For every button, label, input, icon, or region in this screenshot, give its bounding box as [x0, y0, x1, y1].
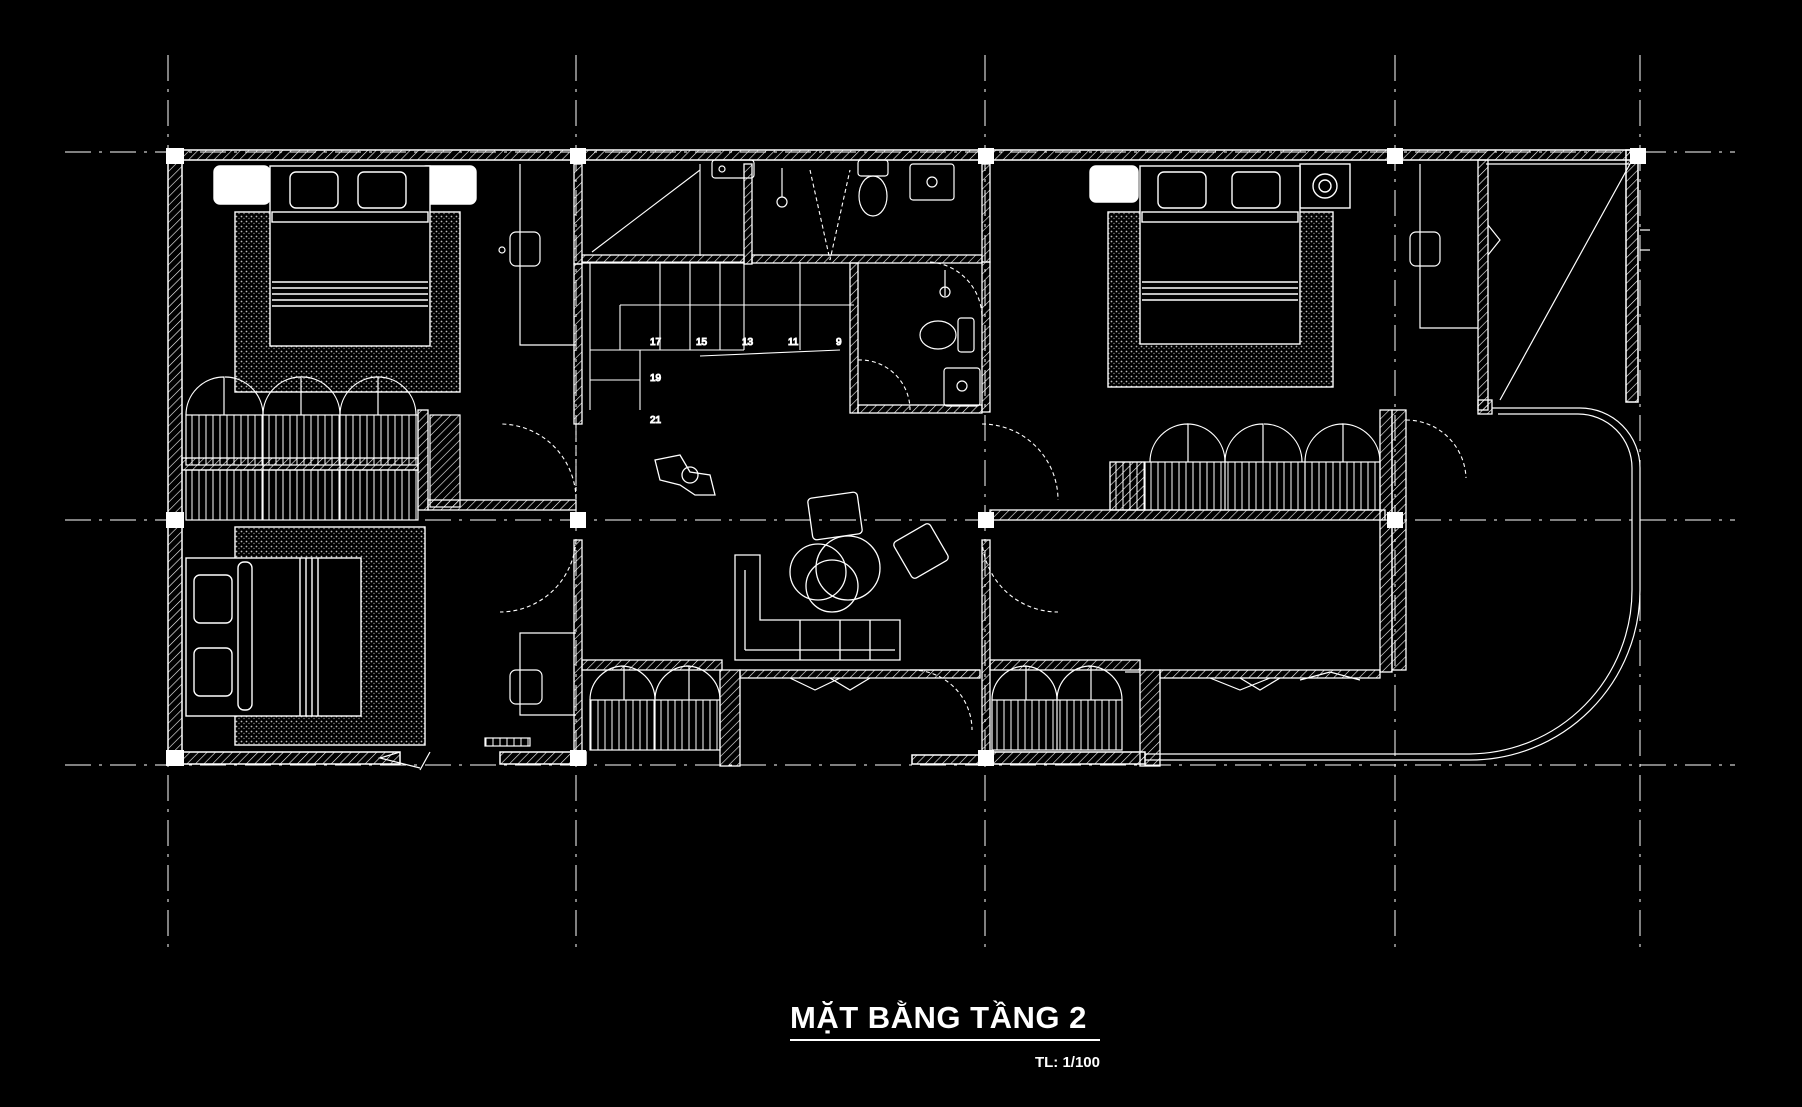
bed-2	[185, 526, 426, 746]
stair-step-11: 11	[788, 337, 799, 348]
bathroom-fixtures	[711, 159, 981, 407]
stair-step-9: 9	[836, 337, 842, 348]
desk-1	[498, 164, 576, 346]
exterior-walls	[167, 149, 1639, 766]
stair-step-15: 15	[696, 337, 708, 348]
bed-1	[213, 165, 477, 393]
title-underline	[790, 1039, 1100, 1041]
stair-step-21: 21	[650, 415, 662, 426]
stair-step-19: 19	[650, 373, 662, 384]
interior-walls	[181, 159, 1493, 767]
living-area	[654, 454, 980, 671]
drawing-title: MẶT BẰNG TẦNG 2	[790, 1000, 1087, 1035]
stair-step-13: 13	[742, 337, 754, 348]
door-swings	[499, 169, 1467, 731]
drawing-title-block: MẶT BẰNG TẦNG 2 TL: 1/100	[790, 1000, 1110, 1071]
desk-3	[1409, 164, 1501, 329]
wardrobe-1	[185, 376, 461, 521]
wardrobe-3	[1109, 423, 1381, 511]
balcony	[377, 163, 1650, 771]
wardrobe-lower	[589, 665, 1123, 751]
drawing-scale: TL: 1/100	[1034, 1054, 1100, 1071]
stair-step-17: 17	[650, 337, 662, 348]
staircase: 17 15 13 11 9 19 21	[582, 164, 854, 427]
bed-3	[1089, 163, 1351, 388]
desk-2	[484, 632, 576, 747]
